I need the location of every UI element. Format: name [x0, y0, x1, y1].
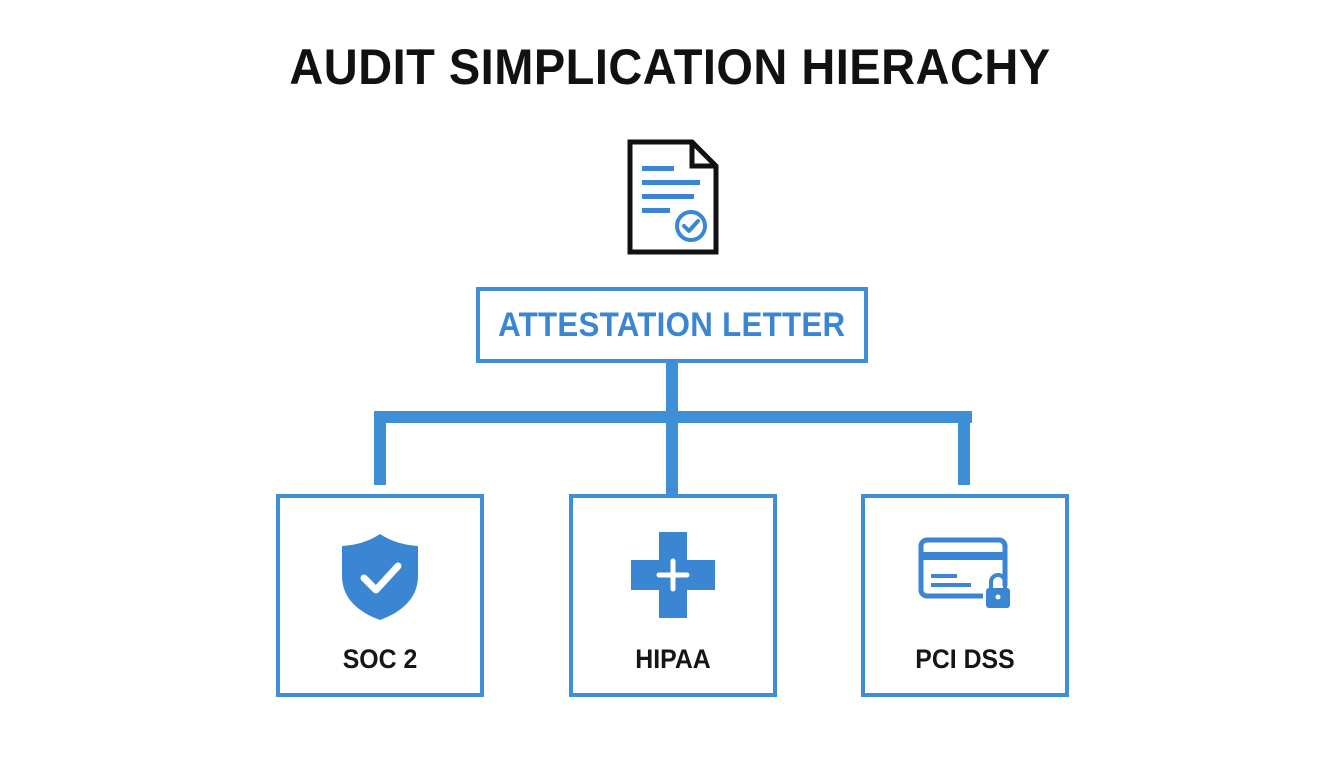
diagram-title: AUDIT SIMPLICATION HIERACHY: [289, 39, 1051, 95]
shield-check-icon: [342, 534, 418, 620]
root-node: ATTESTATION LETTER: [476, 287, 868, 363]
medical-cross-icon: [631, 532, 715, 618]
child-node-soc2: SOC 2: [276, 494, 484, 697]
child-label-soc2: SOC 2: [342, 644, 418, 674]
credit-card-lock-icon: [918, 537, 1013, 610]
root-node-label: ATTESTATION LETTER: [498, 305, 846, 344]
child-label-hipaa: HIPAA: [635, 644, 711, 674]
child-node-pci-dss: PCI DSS: [861, 494, 1069, 697]
document-check-icon: [627, 139, 719, 255]
child-label-pci-dss: PCI DSS: [915, 644, 1015, 674]
child-node-hipaa: HIPAA: [569, 494, 777, 697]
